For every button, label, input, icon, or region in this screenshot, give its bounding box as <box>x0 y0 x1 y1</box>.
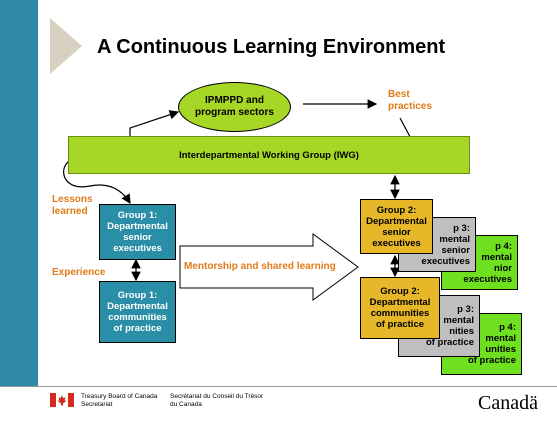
mentorship-label: Mentorship and shared learning <box>184 261 336 272</box>
canada-wordmark: Canadä <box>478 392 538 414</box>
sidebar-band <box>0 0 38 386</box>
lessons-learned-curve-arrow <box>63 159 131 205</box>
iwg-bar: Interdepartmental Working Group (IWG) <box>68 136 470 174</box>
canada-flag-icon <box>50 393 74 407</box>
iwg-to-ipmppd-arrow <box>129 110 180 136</box>
slide-title: A Continuous Learning Environment <box>97 36 446 58</box>
mentorship-big-arrow <box>179 233 359 301</box>
footer-divider <box>0 386 557 387</box>
decorative-triangle <box>50 18 82 74</box>
experience-label: Experience <box>52 267 106 278</box>
